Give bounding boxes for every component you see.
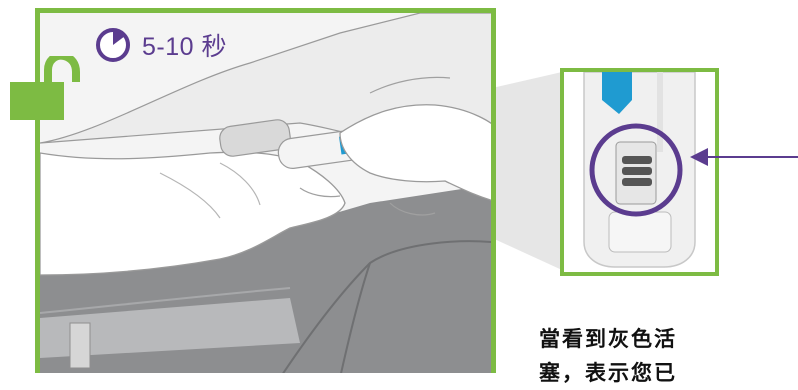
left-arrow-icon	[690, 140, 798, 174]
duration-indicator: 5-10 秒	[94, 26, 227, 64]
duration-label: 5-10 秒	[142, 27, 227, 63]
stopwatch-icon	[94, 26, 132, 64]
hand-injection-illustration	[40, 13, 496, 373]
unlocked-padlock-icon	[8, 56, 84, 122]
instruction-text: 當看到灰色活 塞，表示您已	[539, 322, 759, 390]
